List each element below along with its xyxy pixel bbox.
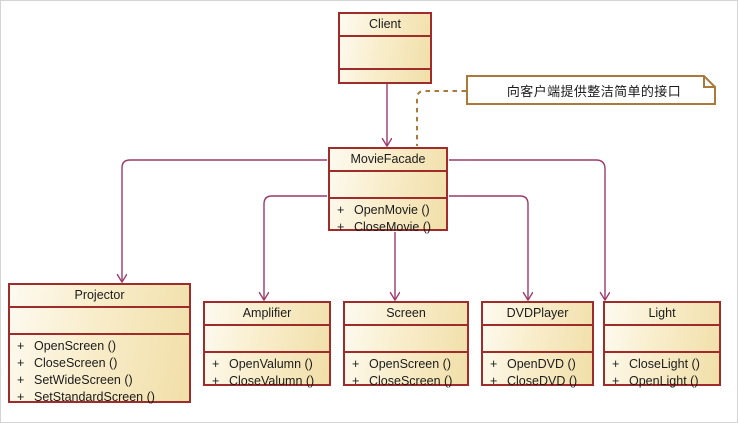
operation-row: + CloseValumn (): [205, 373, 329, 390]
operation-label: CloseScreen (): [369, 374, 453, 388]
operation-row: + OpenValumn (): [205, 356, 329, 373]
class-operations-screen: + OpenScreen () + CloseScreen (): [345, 353, 467, 394]
operation-row: + CloseLight (): [605, 356, 719, 373]
visibility-public-icon: +: [490, 357, 498, 371]
class-name-projector: Projector: [10, 285, 189, 308]
note-facade-description[interactable]: 向客户端提供整洁简单的接口: [466, 75, 716, 105]
operation-row: + CloseDVD (): [483, 373, 592, 390]
operation-row: + SetStandardScreen (): [10, 389, 189, 406]
class-box-client[interactable]: Client: [338, 12, 432, 84]
operation-row: + OpenMovie (): [330, 202, 446, 219]
connector-moviefacade-light: [449, 159, 605, 300]
class-box-projector[interactable]: Projector + OpenScreen () + CloseScreen ()…: [8, 283, 191, 404]
visibility-public-icon: +: [490, 374, 498, 388]
class-attributes-dvdplayer: [483, 326, 592, 353]
class-name-client: Client: [340, 14, 430, 37]
class-operations-projector: + OpenScreen () + CloseScreen () + SetWideS…: [10, 335, 189, 410]
operation-label: CloseLight (): [629, 357, 700, 371]
class-name-dvdplayer: DVDPlayer: [483, 303, 592, 326]
operation-row: + OpenScreen (): [345, 356, 467, 373]
operation-row: + CloseMovie (): [330, 219, 446, 236]
operation-label: CloseScreen (): [34, 356, 118, 370]
operation-label: CloseDVD (): [507, 374, 578, 388]
operation-row: + OpenLight (): [605, 373, 719, 390]
visibility-public-icon: +: [212, 357, 220, 371]
visibility-public-icon: +: [612, 357, 620, 371]
operation-label: CloseMovie (): [354, 220, 432, 234]
visibility-public-icon: +: [337, 220, 345, 234]
visibility-public-icon: +: [17, 356, 25, 370]
operation-row: + CloseScreen (): [345, 373, 467, 390]
operation-row: + OpenDVD (): [483, 356, 592, 373]
class-attributes-moviefacade: [330, 172, 446, 199]
operation-label: OpenScreen (): [369, 357, 451, 371]
operation-row: + SetWideScreen (): [10, 372, 189, 389]
connector-moviefacade-projector: [122, 159, 327, 282]
operation-label: OpenDVD (): [507, 357, 576, 371]
note-text: 向客户端提供整洁简单的接口: [506, 83, 682, 99]
connector-moviefacade-dvdplayer: [449, 195, 528, 300]
class-operations-light: + CloseLight () + OpenLight (): [605, 353, 719, 394]
visibility-public-icon: +: [352, 357, 360, 371]
class-operations-client: [340, 70, 430, 77]
class-attributes-amplifier: [205, 326, 329, 353]
class-box-dvdplayer[interactable]: DVDPlayer + OpenDVD () + CloseDVD (): [481, 301, 594, 388]
class-attributes-client: [340, 37, 430, 70]
class-box-moviefacade[interactable]: MovieFacade + OpenMovie () + CloseMovie (): [328, 147, 448, 234]
visibility-public-icon: +: [212, 374, 220, 388]
class-box-screen[interactable]: Screen + OpenScreen () + CloseScreen (): [343, 301, 469, 388]
operation-label: SetStandardScreen (): [34, 390, 155, 404]
class-attributes-screen: [345, 326, 467, 353]
operation-label: CloseValumn (): [229, 374, 315, 388]
operation-row: + CloseScreen (): [10, 355, 189, 372]
class-attributes-light: [605, 326, 719, 353]
connector-note-moviefacade: [416, 90, 466, 146]
note-shape: [466, 75, 716, 105]
visibility-public-icon: +: [17, 339, 25, 353]
operation-label: OpenLight (): [629, 374, 699, 388]
class-name-amplifier: Amplifier: [205, 303, 329, 326]
visibility-public-icon: +: [17, 390, 25, 404]
operation-label: SetWideScreen (): [34, 373, 133, 387]
class-operations-moviefacade: + OpenMovie () + CloseMovie (): [330, 199, 446, 240]
class-name-screen: Screen: [345, 303, 467, 326]
class-name-moviefacade: MovieFacade: [330, 149, 446, 172]
class-box-amplifier[interactable]: Amplifier + OpenValumn () + CloseValumn (): [203, 301, 331, 388]
connector-moviefacade-amplifier: [264, 195, 327, 300]
operation-label: OpenScreen (): [34, 339, 116, 353]
class-attributes-projector: [10, 308, 189, 335]
class-name-light: Light: [605, 303, 719, 326]
operation-row: + OpenScreen (): [10, 338, 189, 355]
visibility-public-icon: +: [612, 374, 620, 388]
class-box-light[interactable]: Light + CloseLight () + OpenLight (): [603, 301, 721, 388]
visibility-public-icon: +: [352, 374, 360, 388]
class-operations-amplifier: + OpenValumn () + CloseValumn (): [205, 353, 329, 394]
operation-label: OpenMovie (): [354, 203, 430, 217]
operation-label: OpenValumn (): [229, 357, 313, 371]
visibility-public-icon: +: [337, 203, 345, 217]
class-operations-dvdplayer: + OpenDVD () + CloseDVD (): [483, 353, 592, 394]
visibility-public-icon: +: [17, 373, 25, 387]
